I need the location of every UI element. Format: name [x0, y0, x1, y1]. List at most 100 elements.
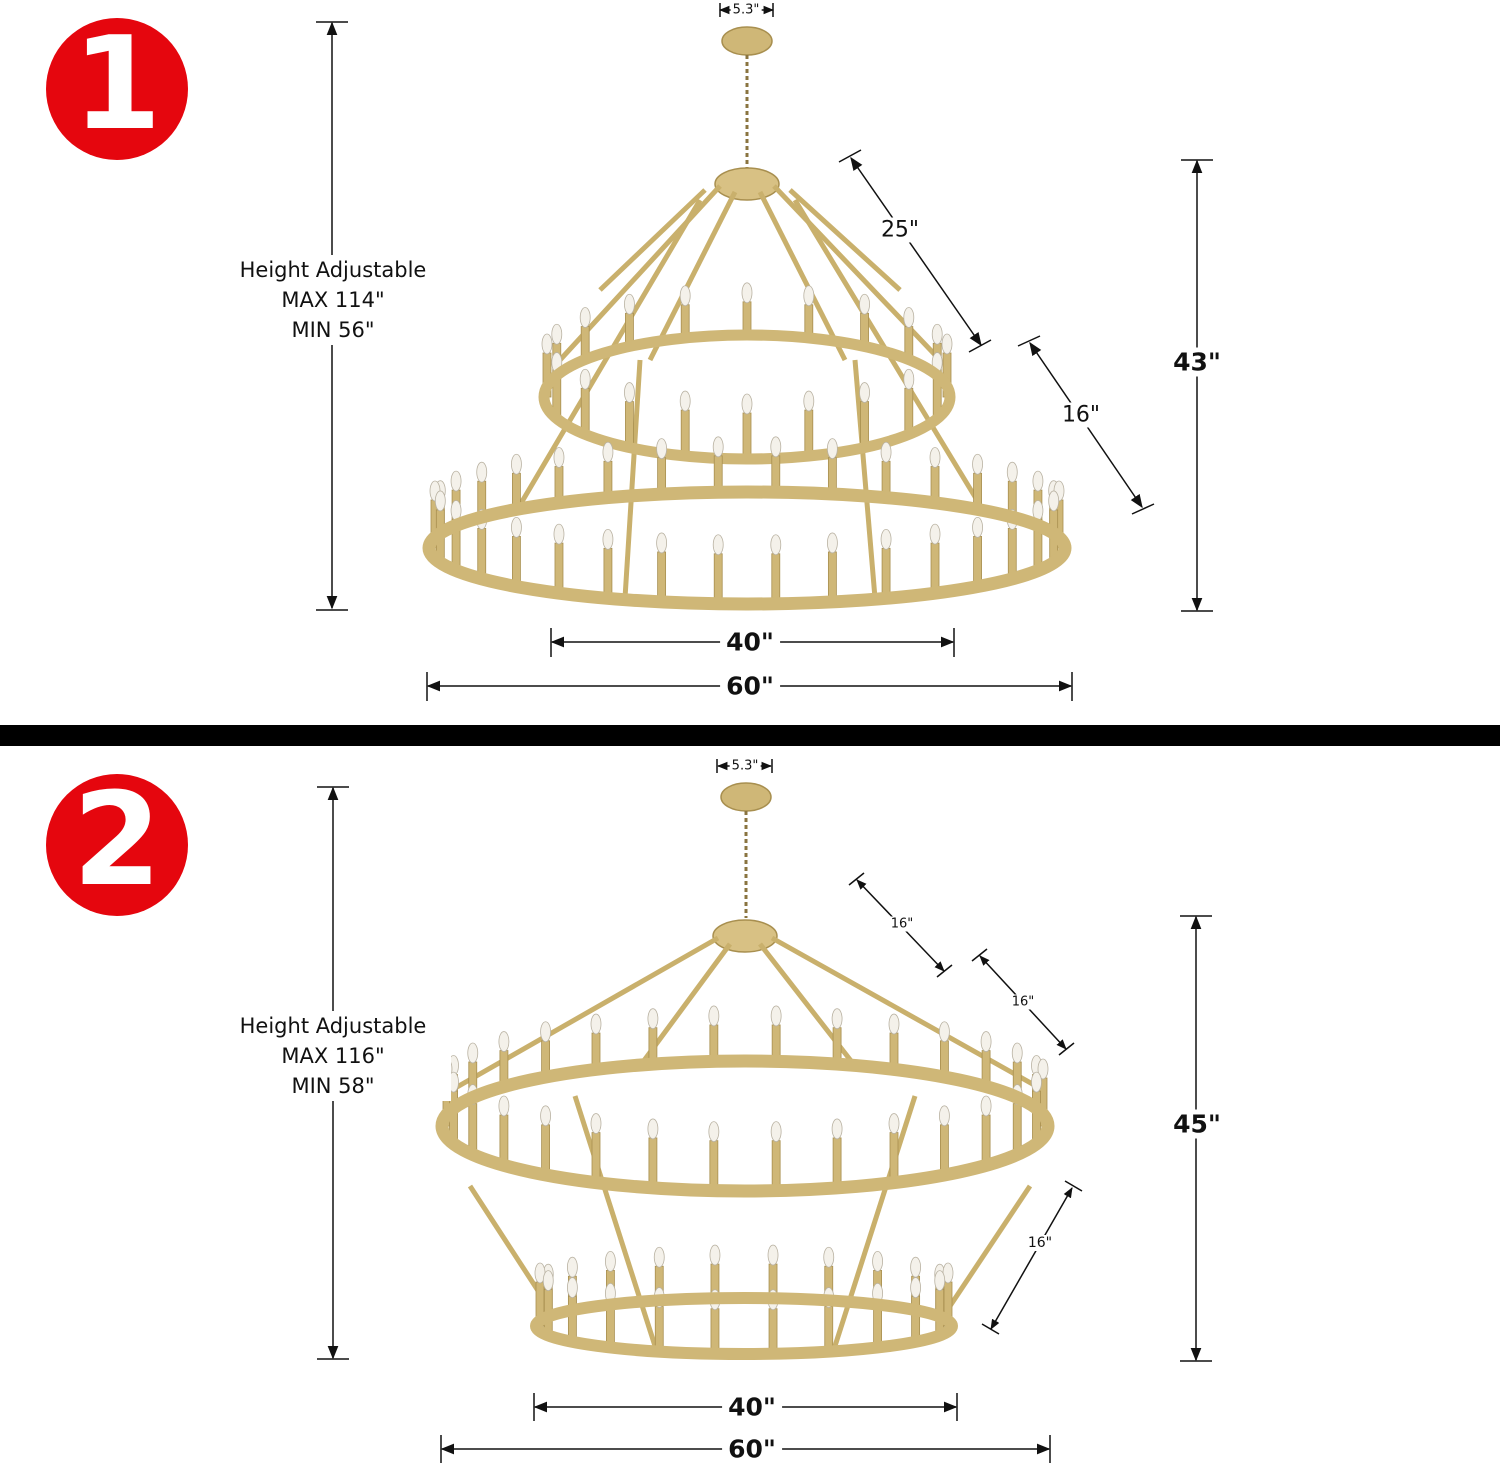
candle-sleeve	[860, 401, 869, 446]
candle-sleeve	[625, 401, 634, 446]
candle-bulb	[980, 1031, 992, 1052]
candle-bulb	[566, 1277, 578, 1298]
height-adjustable-block: Height Adjustable MAX 114" MIN 56"	[215, 255, 451, 345]
candle-bulb	[1031, 1071, 1042, 1093]
candle-bulb	[1011, 1042, 1023, 1064]
lower-arm-length-label: 16"	[1057, 402, 1105, 428]
chandelier-diagram-2	[317, 759, 1212, 1463]
upper-ring	[538, 329, 956, 465]
inner-ring-width-label: 40"	[720, 627, 780, 657]
candle-bulb	[590, 1113, 602, 1134]
candle-sleeve	[657, 551, 667, 601]
candle-bulb	[624, 382, 635, 403]
candle-bulb	[467, 1042, 479, 1064]
candle-bulb	[540, 1105, 551, 1127]
candle-bulb	[579, 368, 591, 390]
candle-sleeve	[648, 1137, 658, 1187]
candle-sleeve	[768, 1308, 778, 1354]
candle-bulb	[553, 523, 565, 545]
canopy-width-label: 5.3"	[730, 2, 762, 18]
candle-bulb	[476, 461, 488, 483]
candle-bulb	[679, 390, 691, 412]
candle-bulb	[647, 1008, 659, 1030]
candle-bulb	[1032, 470, 1044, 492]
candle-bulb	[551, 323, 563, 345]
option-badge-1: 1	[46, 18, 188, 160]
candle-bulb	[709, 1244, 721, 1266]
inner-ring-width-label: 40"	[722, 1392, 782, 1422]
height-max-label: MAX 114"	[281, 288, 385, 312]
canopy-width-label: 5.3"	[729, 758, 761, 774]
candle-bulb	[859, 382, 870, 403]
candle-sleeve	[709, 1140, 719, 1190]
candle-sleeve	[603, 547, 613, 597]
upper-ring	[435, 1054, 1055, 1198]
candle-bulb	[826, 438, 838, 460]
candle-bulb	[553, 447, 565, 468]
lower-ring	[530, 1292, 958, 1360]
candle-bulb	[602, 441, 614, 463]
candle-bulb	[605, 1250, 616, 1272]
candle-bulb	[888, 1013, 900, 1035]
height-adjustable-title: Height Adjustable	[239, 1014, 427, 1038]
candle-sleeve	[881, 547, 891, 597]
candle-sleeve	[832, 1137, 842, 1187]
upper-arm-length-label: 16"	[887, 916, 917, 932]
candle-sleeve	[554, 542, 564, 592]
candle-bulb	[511, 516, 522, 538]
height-adjustable-block: Height Adjustable MAX 116" MIN 58"	[215, 1011, 451, 1101]
candle-bulb	[770, 534, 782, 556]
candle-sleeve	[499, 1114, 509, 1164]
option-badge-2: 2	[46, 774, 188, 916]
candle-bulb	[1006, 461, 1018, 483]
candle-sleeve	[654, 1306, 664, 1351]
candle-bulb	[929, 523, 941, 545]
candle-bulb	[498, 1095, 510, 1117]
candle-bulb	[872, 1250, 883, 1272]
candle-bulb	[803, 390, 815, 412]
candle-bulb	[831, 1118, 843, 1140]
candle-bulb	[541, 333, 553, 355]
ceiling-canopy	[720, 782, 772, 812]
candle-sleeve	[742, 412, 752, 458]
lower-arm-length-label: 16"	[1024, 1235, 1056, 1251]
candle-sleeve	[981, 1114, 991, 1164]
candle-sleeve	[713, 553, 723, 603]
outer-ring-width-label: 60"	[720, 671, 780, 701]
candle-bulb	[880, 441, 892, 463]
candle-bulb	[542, 1270, 554, 1292]
candle-sleeve	[567, 1296, 577, 1341]
candle-bulb	[826, 532, 838, 554]
center-hub	[712, 919, 778, 953]
candle-bulb	[972, 453, 983, 475]
candle-bulb	[712, 534, 724, 556]
candle-sleeve	[827, 551, 837, 601]
chandelier-1	[422, 26, 1072, 611]
upper-arms	[448, 935, 1047, 1094]
candle-bulb	[708, 1121, 720, 1143]
candle-sleeve	[580, 387, 590, 433]
candle-sleeve	[680, 409, 690, 455]
height-adjustable-title: Height Adjustable	[239, 258, 427, 282]
upper-candles	[441, 1005, 1049, 1190]
candle-bulb	[770, 1005, 782, 1027]
lower-ring	[422, 485, 1072, 611]
candle-bulb	[1037, 1058, 1049, 1080]
height-min-label: MIN 56"	[291, 318, 375, 342]
dimension-lines-1	[316, 3, 1213, 701]
candle-bulb	[498, 1031, 510, 1052]
candle-bulb	[590, 1013, 602, 1035]
candle-sleeve	[710, 1308, 720, 1354]
panel-divider	[0, 725, 1500, 746]
candle-bulb	[934, 1270, 946, 1292]
candle-bulb	[929, 447, 941, 468]
chandelier-2	[435, 782, 1055, 1360]
middle-arm-length-label: 16"	[1008, 994, 1038, 1010]
candle-bulb	[450, 470, 462, 492]
candle-bulb	[903, 307, 915, 328]
candle-bulb	[859, 293, 870, 315]
candle-bulb	[656, 532, 668, 554]
candle-sleeve	[940, 1124, 949, 1174]
candle-bulb	[823, 1246, 835, 1268]
candle-bulb	[647, 1118, 659, 1140]
